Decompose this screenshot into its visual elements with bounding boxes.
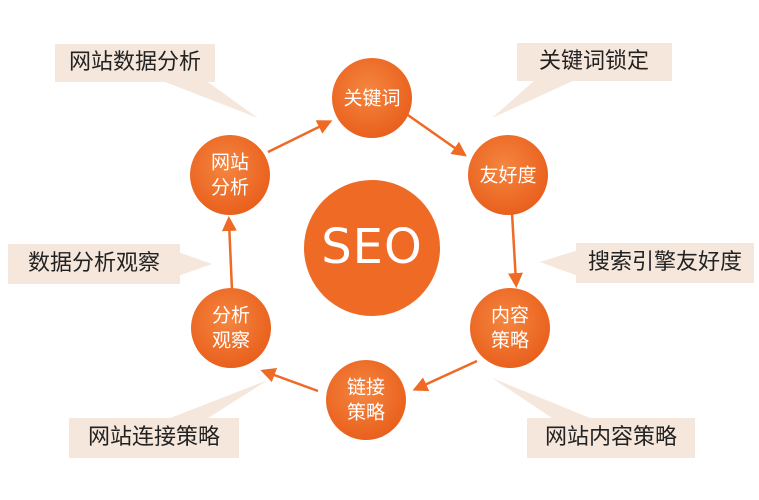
callout-search-engine-friendly-text: 搜索引擎友好度 [588,250,742,275]
arrow-site-to-keyword [267,120,333,154]
callout-site-content-strategy: 网站内容策略 [492,378,695,458]
node-analysis-observe: 分析 观察 [191,288,271,368]
node-analysis-observe-line2: 观察 [212,330,250,352]
callout-site-content-strategy-text: 网站内容策略 [545,425,677,450]
callout-data-analysis-observe: 数据分析观察 [8,244,212,284]
arrow-friendliness-to-content [507,212,523,288]
center-node: SEO [304,180,440,316]
node-link-strategy-line2: 策略 [347,402,385,424]
cycle-arrows [221,111,523,393]
node-site-analysis-line1: 网站 [211,152,249,174]
node-link-strategy-line1: 链接 [347,377,385,399]
node-link-strategy: 链接 策略 [326,360,406,440]
node-site-analysis-line2: 分析 [211,177,249,199]
arrow-analysis-to-site [221,216,237,291]
center-label: SEO [321,219,423,275]
node-keyword-label: 关键词 [343,88,400,110]
callout-data-analysis-observe-text: 数据分析观察 [28,251,160,276]
node-analysis-observe-line1: 分析 [212,305,250,327]
node-content-strategy-line1: 内容 [491,305,529,327]
callout-site-data-analysis: 网站数据分析 [55,44,258,118]
arrow-keyword-to-friendliness [404,111,467,157]
callout-search-engine-friendly: 搜索引擎友好度 [540,243,754,283]
node-site-analysis: 网站 分析 [190,135,270,215]
node-content-strategy: 内容 策略 [470,288,550,368]
callout-site-data-analysis-text: 网站数据分析 [69,50,201,75]
node-friendliness: 友好度 [468,135,548,215]
node-content-strategy-line2: 策略 [491,330,529,352]
callout-keyword-lock: 关键词锁定 [492,43,672,118]
callout-site-link-strategy: 网站连接策略 [69,380,268,458]
callout-site-link-strategy-text: 网站连接策略 [88,425,220,450]
arrow-content-to-link [412,359,478,392]
node-friendliness-label: 友好度 [479,165,536,187]
callout-keyword-lock-text: 关键词锁定 [539,49,649,74]
arrow-link-to-analysis [260,368,319,393]
node-keyword: 关键词 [332,58,412,138]
